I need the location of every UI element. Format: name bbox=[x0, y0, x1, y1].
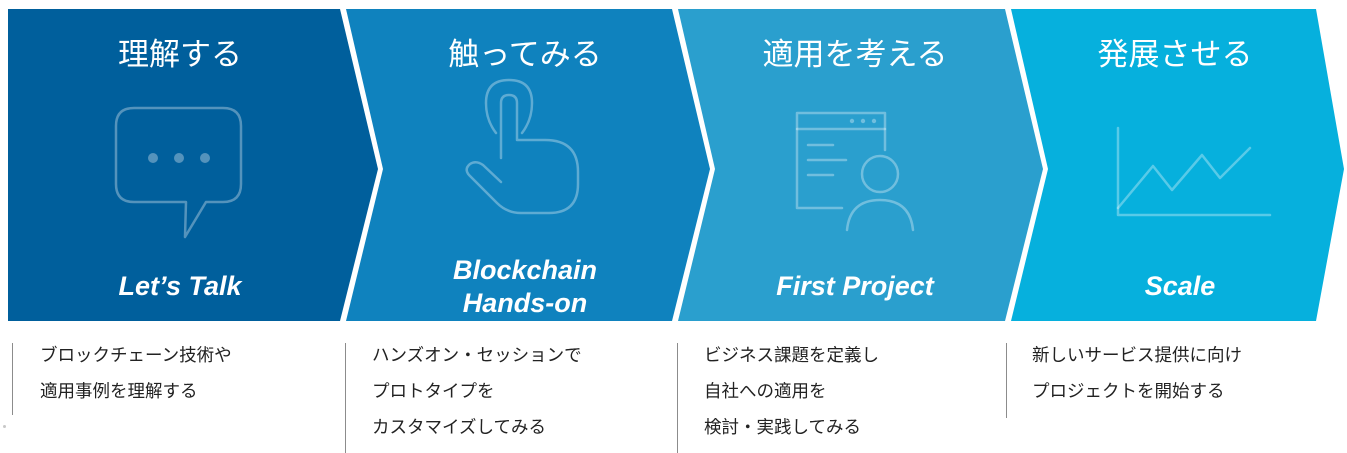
document-user-icon bbox=[795, 111, 915, 232]
chat-bubble-icon bbox=[114, 106, 243, 239]
stage-1-english-line-1: Let’s Talk bbox=[118, 271, 242, 301]
stage-1-title: 理解する bbox=[118, 37, 242, 73]
chevron-stage-4 bbox=[1011, 9, 1344, 321]
divider-2 bbox=[345, 343, 346, 453]
stage-2-description-line-1: ハンズオン・セッションで bbox=[372, 346, 582, 366]
stage-2-title: 触ってみる bbox=[448, 37, 602, 73]
divider-3 bbox=[677, 343, 678, 453]
stage-2-description: ハンズオン・セッションで プロトタイプを カスタマイズしてみる bbox=[372, 338, 582, 446]
tiny-dot bbox=[3, 425, 6, 428]
stage-3-description-line-2: 自社への適用を bbox=[704, 382, 827, 402]
stage-3-description-line-3: 検討・実践してみる bbox=[704, 418, 861, 438]
stage-2-english-line-1: Blockchain bbox=[452, 255, 598, 285]
stage-3-english-line-1: First Project bbox=[776, 271, 934, 301]
chevron-strip bbox=[8, 9, 1344, 321]
stage-2-english-label: Blockchain Hands-on bbox=[390, 254, 660, 320]
chevron-stage-2 bbox=[346, 9, 710, 321]
stage-3-description: ビジネス課題を定義し 自社への適用を 検討・実践してみる bbox=[704, 338, 879, 446]
chevron-stage-3 bbox=[678, 9, 1043, 321]
stage-1-description: ブロックチェーン技術や 適用事例を理解する bbox=[40, 338, 232, 410]
stage-4-description: 新しいサービス提供に向け プロジェクトを開始する bbox=[1032, 338, 1242, 410]
stage-4-english-line-1: Scale bbox=[1144, 271, 1216, 301]
stage-1-description-line-1: ブロックチェーン技術や bbox=[40, 346, 232, 366]
stage-2-english-line-2: Hands-on bbox=[462, 288, 588, 318]
stage-3-title: 適用を考える bbox=[762, 37, 948, 73]
stage-3-description-line-1: ビジネス課題を定義し bbox=[704, 346, 879, 366]
stage-2-description-line-2: プロトタイプを bbox=[372, 382, 495, 402]
divider-4 bbox=[1006, 343, 1007, 418]
stage-1-description-line-2: 適用事例を理解する bbox=[40, 382, 198, 402]
divider-1 bbox=[12, 343, 13, 415]
hand-pointer-icon bbox=[465, 78, 580, 215]
stage-4-description-line-2: プロジェクトを開始する bbox=[1032, 382, 1225, 402]
stage-3-english-label: First Project bbox=[715, 270, 995, 303]
stage-4-description-line-1: 新しいサービス提供に向け bbox=[1032, 346, 1242, 366]
chevron-stage-1 bbox=[8, 9, 378, 321]
line-chart-icon bbox=[1116, 126, 1272, 217]
stage-4-title: 発展させる bbox=[1097, 37, 1253, 73]
stage-4-english-label: Scale bbox=[1060, 270, 1300, 303]
stage-2-description-line-3: カスタマイズしてみる bbox=[372, 418, 546, 438]
stage-1-english-label: Let’s Talk bbox=[50, 270, 310, 303]
